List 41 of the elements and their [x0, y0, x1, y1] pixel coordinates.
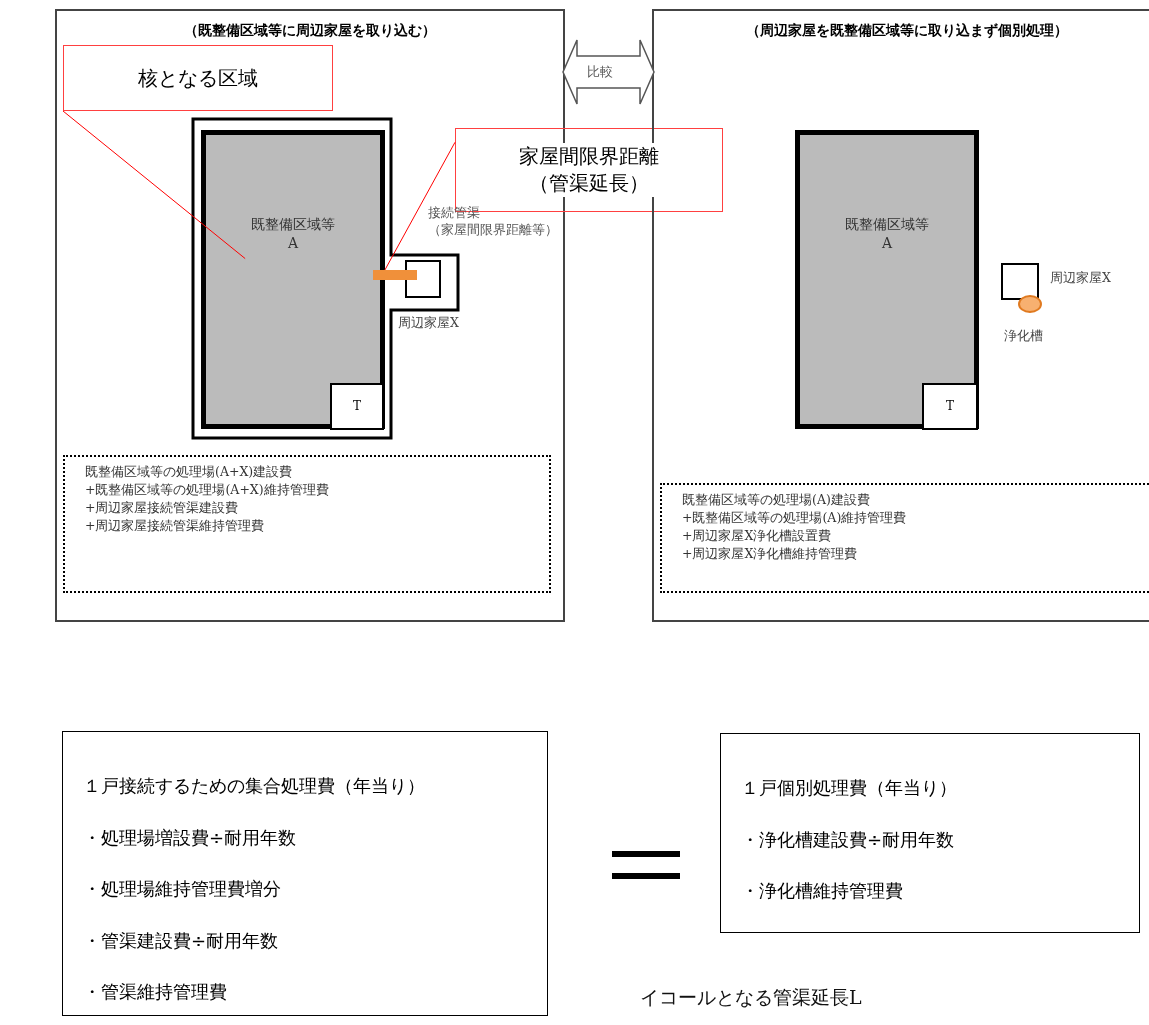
caption-text: 周辺家屋X — [1050, 270, 1111, 287]
double-block-arrow — [562, 39, 655, 105]
summary-line: ・管渠維持管理費 — [83, 980, 227, 1004]
callout-box — [63, 45, 333, 111]
cost-line: +既整備区域等の処理場(A)維持管理費 — [682, 509, 907, 527]
summary-line: １戸接続するための集合処理費（年当り） — [83, 774, 425, 798]
septic-tank-circle — [1018, 295, 1042, 313]
area-label: 既整備区域等 A — [251, 215, 335, 253]
cost-line: +周辺家屋X浄化槽設置費 — [682, 527, 832, 545]
summary-line: ・浄化槽維持管理費 — [741, 879, 903, 903]
caption-text: 浄化槽 — [1004, 328, 1043, 345]
cost-line: +既整備区域等の処理場(A+X)維持管理費 — [85, 481, 329, 499]
cost-line: +周辺家屋接続管渠建設費 — [85, 499, 239, 517]
house-box — [405, 260, 441, 298]
cost-line: +周辺家屋X浄化槽維持管理費 — [682, 545, 858, 563]
plant-label: T — [353, 398, 361, 415]
cost-box — [660, 483, 1149, 593]
area-block — [201, 130, 385, 429]
area-label: 既整備区域等 A — [845, 215, 929, 253]
summary-line: ・浄化槽建設費÷耐用年数 — [741, 827, 955, 852]
treatment-plant-box — [330, 383, 384, 430]
summary-box — [720, 733, 1140, 933]
area-block — [795, 130, 979, 429]
cost-line: 既整備区域等の処理場(A)建設費 — [682, 491, 870, 509]
summary-line: １戸個別処理費（年当り） — [741, 776, 957, 800]
treatment-plant-box — [922, 383, 978, 430]
cost-line: 既整備区域等の処理場(A+X)建設費 — [85, 463, 293, 481]
house-box — [1001, 263, 1039, 300]
pipe-bar — [373, 270, 417, 280]
panel-heading: （既整備区域等に周辺家屋を取り込む） — [184, 21, 436, 40]
summary-line: ・処理場増設費÷耐用年数 — [83, 825, 297, 850]
caption-text: 周辺家屋X — [398, 315, 459, 332]
panel-heading: （周辺家屋を既整備区域等に取り込まず個別処理） — [746, 21, 1068, 40]
cost-box — [63, 455, 551, 593]
cost-line: +周辺家屋接続管渠維持管理費 — [85, 517, 265, 535]
note-text: イコールとなる管渠延長L — [640, 985, 863, 1010]
summary-line: ・処理場維持管理費増分 — [83, 877, 281, 901]
summary-line: ・管渠建設費÷耐用年数 — [83, 928, 279, 953]
edge-label: 比較 — [587, 63, 613, 81]
summary-box — [62, 731, 548, 1016]
plant-label: T — [946, 398, 954, 415]
